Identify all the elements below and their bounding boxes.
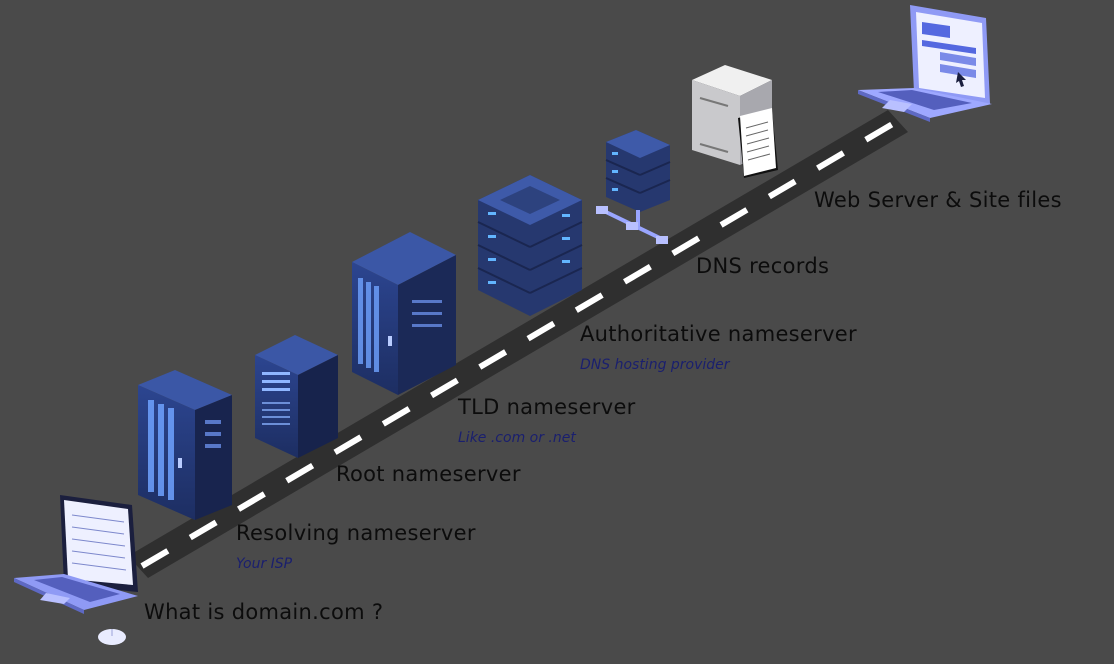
dns-records-label: DNS records (696, 254, 830, 278)
authoritative-stacked-server-icon (477, 175, 583, 316)
dns-records-network-server-icon (596, 130, 671, 244)
client-laptop-icon (14, 495, 138, 645)
road (128, 110, 908, 578)
tld-label: TLD nameserver (458, 395, 636, 419)
resolver-sublabel: Your ISP (236, 556, 293, 572)
tld-sublabel: Like .com or .net (458, 430, 576, 446)
resolver-label: Resolving nameserver (236, 521, 476, 545)
authoritative-label: Authoritative nameserver (580, 322, 857, 346)
web-server-icon (692, 65, 772, 165)
resolver-server-rack-icon (138, 370, 232, 520)
webserver-label: Web Server & Site files (814, 188, 1062, 212)
destination-laptop-icon (858, 5, 992, 122)
tld-server-rack-icon (352, 232, 456, 395)
authoritative-sublabel: DNS hosting provider (580, 357, 730, 373)
site-files-document-icon (738, 108, 778, 178)
root-label: Root nameserver (336, 462, 521, 486)
root-server-tower-icon (255, 335, 338, 458)
client-query-label: What is domain.com ? (144, 600, 384, 624)
